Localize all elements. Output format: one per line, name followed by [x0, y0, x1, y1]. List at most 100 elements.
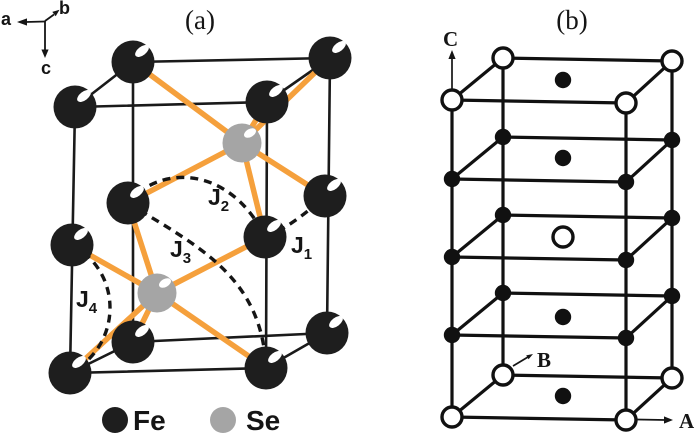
fe-atom: [245, 80, 289, 124]
open-site: [660, 366, 684, 390]
filled-site: [494, 284, 512, 302]
b-axis-arrow: [44, 13, 55, 22]
filled-site: [617, 173, 635, 191]
b-axis-label: b: [59, 0, 70, 18]
specular-highlight: [135, 325, 149, 337]
B-axis-label: B: [537, 348, 551, 372]
se-legend-swatch: [210, 407, 236, 433]
abc-axes: [17, 9, 60, 58]
j2-subscript: 2: [221, 198, 229, 215]
se-atom: [137, 273, 177, 313]
specular-highlight: [327, 179, 341, 191]
b-axis-arrowhead: [52, 9, 60, 17]
specular-highlight: [332, 41, 346, 53]
fe-atom: [111, 320, 155, 364]
specular-highlight: [72, 356, 86, 368]
c-axis-label: c: [41, 58, 51, 78]
open-site: [491, 363, 515, 387]
j3-subscript: 3: [183, 250, 191, 267]
A-axis-arrowhead: [664, 416, 673, 424]
fe-atom: [50, 223, 94, 267]
j4-subscript: 4: [89, 300, 98, 317]
fe-atom: [244, 346, 288, 390]
filled-site: [494, 206, 512, 224]
ABC-axes: [448, 50, 673, 424]
fe-atom: [303, 174, 347, 218]
a-axis-label: a: [1, 9, 12, 29]
layer-1-sites: [440, 46, 684, 115]
filled-site: [494, 128, 512, 146]
open-site: [614, 408, 638, 432]
open-site: [440, 405, 464, 429]
a-axis-arrow: [25, 20, 46, 23]
panel-b-title: (b): [556, 5, 587, 35]
j2-symbol: J: [208, 184, 221, 210]
filled-site: [443, 326, 461, 344]
fe-atom: [111, 40, 155, 84]
panel-b: (b): [440, 5, 695, 433]
j3-label: J3: [170, 236, 191, 267]
fe-legend-label: Fe: [133, 405, 166, 435]
filled-site: [554, 308, 572, 326]
fe-atom: [53, 85, 97, 129]
filled-site: [663, 287, 681, 305]
specular-highlight: [77, 90, 91, 102]
open-site: [440, 88, 464, 112]
C-axis-arrowhead: [448, 50, 456, 59]
specular-highlight: [329, 316, 343, 328]
specular-highlight: [159, 278, 171, 288]
filled-site: [554, 71, 572, 89]
open-site: [551, 225, 575, 249]
fe-atom: [48, 351, 92, 395]
open-site: [491, 46, 515, 70]
filled-site: [554, 387, 572, 405]
layer-5-sites: [440, 363, 684, 432]
j2-label: J2: [208, 184, 229, 215]
j1-symbol: J: [291, 232, 304, 258]
a-axis-arrowhead: [17, 18, 27, 26]
open-site: [614, 91, 638, 115]
specular-highlight: [267, 220, 281, 232]
se-atoms: [137, 123, 262, 313]
filled-site: [443, 170, 461, 188]
filled-site: [617, 329, 635, 347]
j1-subscript: 1: [304, 246, 312, 263]
specular-highlight: [130, 186, 144, 198]
panel-a: (a) a b c: [1, 0, 352, 435]
specular-highlight: [269, 85, 283, 97]
legend: Fe Se: [102, 405, 280, 435]
fe-atom: [308, 36, 352, 80]
j3-coupling-curve: [127, 201, 268, 369]
A-axis-label: A: [679, 409, 695, 433]
layer-3-sites: [443, 206, 681, 269]
se-legend-label: Se: [246, 405, 280, 435]
fe-atom: [106, 181, 150, 225]
layer-2-sites: [443, 128, 681, 191]
filled-site: [663, 209, 681, 227]
j3-symbol: J: [170, 236, 183, 262]
panel-a-title: (a): [185, 5, 215, 35]
fe-atom: [243, 215, 287, 259]
B-axis-arrowhead: [526, 354, 533, 360]
specular-highlight: [244, 128, 256, 138]
specular-highlight: [74, 228, 88, 240]
filled-site: [443, 248, 461, 266]
filled-site: [554, 149, 572, 167]
j4-label: J4: [76, 286, 98, 317]
fe-atoms: [48, 36, 352, 395]
se-atom: [222, 123, 262, 163]
C-axis-label: C: [443, 27, 458, 51]
c-axis-arrowhead: [41, 49, 49, 58]
fe-legend-swatch: [102, 407, 128, 433]
A-axis-arrow: [636, 418, 666, 421]
B-axis-arrow: [512, 356, 529, 367]
filled-site: [617, 251, 635, 269]
specular-highlight: [135, 45, 149, 57]
open-site: [660, 49, 684, 73]
filled-site: [663, 131, 681, 149]
j1-label: J1: [291, 232, 312, 263]
layer-4-sites: [443, 284, 681, 347]
j4-symbol: J: [76, 286, 89, 312]
specular-highlight: [268, 351, 282, 363]
